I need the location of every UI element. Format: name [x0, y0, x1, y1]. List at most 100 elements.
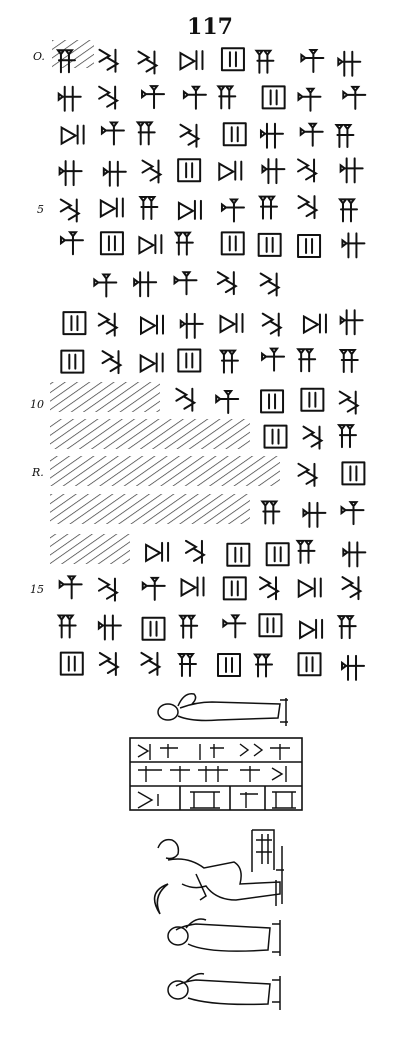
cuneiform-sign: [180, 576, 205, 598]
cuneiform-sign: [341, 654, 366, 681]
cuneiform-sign: [98, 651, 120, 676]
cuneiform-sign: [297, 195, 319, 220]
cuneiform-sign: [141, 576, 166, 601]
tablet-transliteration: [50, 40, 367, 681]
cuneiform-sign: [137, 50, 159, 75]
cuneiform-sign: [182, 85, 207, 110]
cuneiform-sign: [98, 85, 120, 110]
cuneiform-sign: [140, 651, 162, 676]
cuneiform-sign: [176, 652, 197, 677]
cuneiform-sign: [297, 87, 322, 112]
cuneiform-sign: [341, 576, 363, 601]
cuneiform-sign: [145, 541, 170, 563]
cuneiform-sign: [302, 425, 324, 450]
cuneiform-sign: [337, 50, 362, 77]
cuneiform-sign: [340, 501, 365, 526]
cuneiform-sign: [141, 85, 166, 110]
cuneiform-sign: [297, 652, 322, 677]
cuneiform-signs: [55, 47, 367, 681]
cuneiform-sign: [173, 271, 198, 296]
cuneiform-sign: [297, 234, 322, 259]
seal-figure-middle: [167, 918, 281, 956]
cuneiform-sign: [338, 390, 360, 415]
cuneiform-sign: [257, 232, 282, 257]
cuneiform-sign: [341, 232, 366, 259]
cuneiform-sign: [261, 158, 286, 185]
cuneiform-sign: [99, 231, 124, 256]
cuneiform-sign: [297, 158, 318, 183]
cuneiform-sign: [59, 231, 84, 256]
cuneiform-sign: [259, 576, 280, 601]
cuneiform-sign: [336, 615, 357, 640]
cuneiform-sign: [101, 350, 123, 375]
cuneiform-sign: [260, 500, 281, 525]
cuneiform-sign: [139, 314, 164, 336]
cuneiform-sign: [55, 49, 76, 74]
cuneiform-sign: [259, 122, 284, 149]
cuneiform-sign: [295, 539, 316, 564]
cuneiform-sign: [217, 652, 242, 677]
cuneiform-sign: [263, 424, 288, 449]
cuneiform-sign: [297, 577, 322, 599]
cuneiform-sign: [219, 312, 244, 334]
cuneiform-sign: [99, 197, 124, 219]
cuneiform-sign: [97, 577, 119, 602]
cuneiform-sign: [216, 271, 238, 296]
cuneiform-sign: [220, 231, 245, 256]
cuneiform-sign: [337, 198, 358, 223]
damaged-area: [50, 456, 280, 486]
cuneiform-sign: [261, 85, 286, 110]
cuneiform-sign: [139, 352, 164, 374]
seal-seated-deity: [157, 829, 284, 906]
cuneiform-sign: [261, 347, 286, 372]
cuneiform-sign: [342, 541, 367, 568]
damaged-area: [50, 382, 160, 412]
cuneiform-sign: [102, 160, 127, 187]
cuneiform-sign: [173, 231, 194, 256]
cuneiform-sign: [177, 199, 202, 221]
cuneiform-sign: [339, 157, 364, 184]
cuneiform-sign: [175, 387, 197, 412]
cuneiform-sign: [178, 614, 199, 639]
cuneiform-sign: [218, 160, 243, 182]
cuneiform-sign: [222, 614, 247, 639]
cuneiform-sign: [100, 121, 125, 146]
cuneiform-sign: [60, 124, 85, 146]
cuneiform-sign: [184, 539, 206, 564]
cuneiform-sign: [226, 542, 251, 567]
cuneiform-sign: [57, 85, 82, 112]
cuneiform-sign: [259, 272, 281, 297]
cuneiform-sign: [133, 271, 158, 298]
cuneiform-sign: [254, 49, 275, 74]
cuneiform-sign: [299, 122, 324, 147]
cuneiform-sign: [302, 313, 327, 335]
cuneiform-sign: [261, 312, 283, 337]
line-marker-5: 5: [37, 203, 44, 216]
cuneiform-sign: [222, 576, 247, 601]
seal-figure-top: [157, 693, 288, 726]
cuneiform-sign: [135, 121, 156, 146]
damaged-area: [50, 534, 130, 564]
cuneiform-sign: [141, 159, 163, 184]
cuneiform-sign: [222, 122, 247, 147]
plate-number: 117: [187, 14, 233, 40]
cuneiform-sign: [141, 616, 166, 641]
cuneiform-sign: [341, 461, 366, 486]
cuneiform-sign: [56, 614, 77, 639]
cuneiform-sign: [338, 349, 359, 374]
cuneiform-sign: [342, 85, 367, 110]
damaged-area: [50, 494, 250, 524]
cuneiform-sign: [138, 196, 159, 221]
cuneiform-sign: [300, 387, 325, 412]
cuneiform-sign: [59, 651, 84, 676]
cuneiform-sign: [260, 389, 285, 414]
line-marker-10: 10: [30, 398, 44, 411]
cuneiform-sign: [265, 542, 290, 567]
seal-inscription-panel: [129, 737, 303, 811]
cuneiform-sign: [179, 50, 204, 71]
cuneiform-sign: [220, 47, 245, 72]
cuneiform-sign: [297, 462, 319, 487]
line-marker-reverse: R.: [32, 466, 44, 479]
cuneiform-sign: [58, 575, 83, 600]
